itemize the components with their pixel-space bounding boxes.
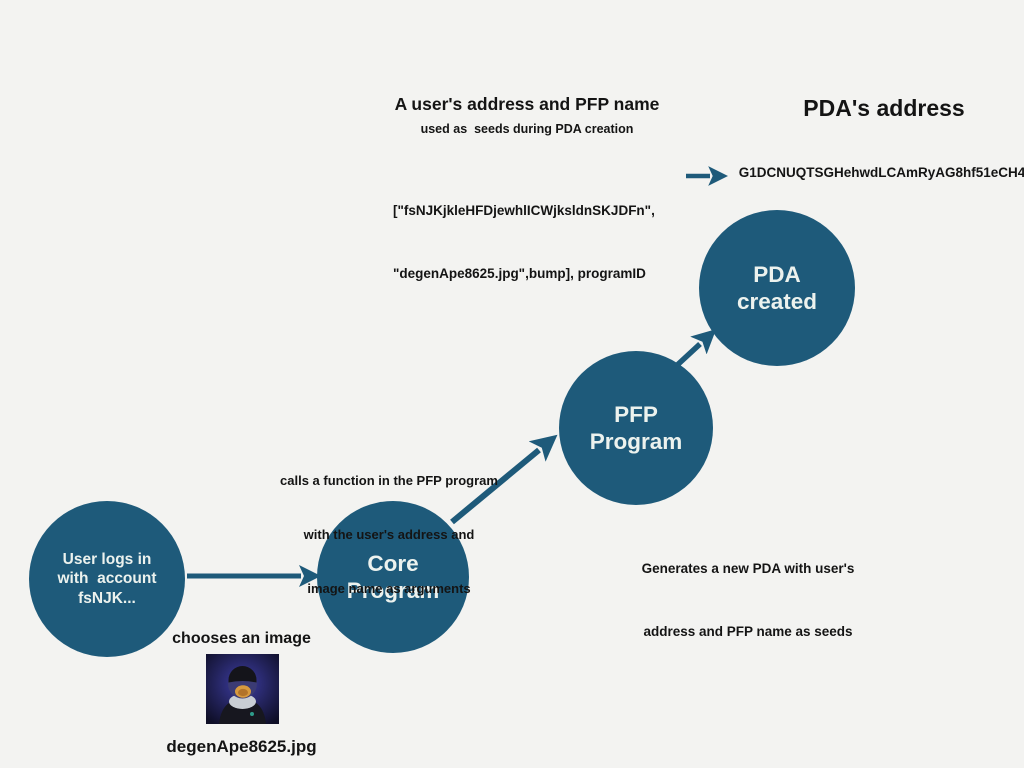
node-pda-line-1: PDA <box>753 262 801 287</box>
ape-scarf <box>229 694 256 709</box>
seeds-array-line-2: "degenApe8625.jpg",bump], programID <box>393 266 646 281</box>
pda-address-value: G1DCNUQTSGHehwdLCAmRyAG8hf51eCH4 <box>738 165 1024 180</box>
node-pfp-program: PFP Program <box>559 351 713 505</box>
label-core-to-pfp-line-2: with the user's address and <box>303 527 475 542</box>
label-core-to-pfp: calls a function in the PFP program with… <box>256 436 522 634</box>
node-core-program: Core Program <box>317 501 469 653</box>
pda-address-heading: PDA's address <box>803 95 965 121</box>
node-user-line-1: User logs in <box>62 550 152 568</box>
ape-jacket <box>219 699 266 724</box>
node-pfp-line-2: Program <box>589 429 683 454</box>
seeds-heading: A user's address and PFP name <box>394 94 660 114</box>
seeds-array-text: ["fsNJKjkleHFDjewhlICWjksldnSKJDFn", "de… <box>393 158 693 326</box>
ape-badge-pin <box>250 712 254 716</box>
seeds-array-line-1: ["fsNJKjkleHFDjewhlICWjksldnSKJDFn", <box>393 203 655 218</box>
label-pfp-generates-pda: Generates a new PDA with user's address … <box>610 516 886 684</box>
label-pfp-generates-line-1: Generates a new PDA with user's <box>641 561 855 576</box>
node-pda-created: PDA created <box>699 210 855 366</box>
node-user-line-3: fsNJK... <box>78 589 136 607</box>
label-core-to-pfp-line-3: image name as arguments <box>307 581 471 596</box>
label-pfp-generates-line-2: address and PFP name as seeds <box>643 624 853 639</box>
node-user-line-2: with account <box>57 570 157 588</box>
node-user-login: User logs in with account fsNJK... <box>29 501 185 657</box>
node-pfp-line-1: PFP <box>614 402 658 427</box>
label-core-to-pfp-line-1: calls a function in the PFP program <box>280 473 498 488</box>
node-core-line-1: Core <box>367 551 419 576</box>
ape-mouth <box>238 688 248 697</box>
label-chooses-image: chooses an image <box>172 630 311 647</box>
degen-ape-image <box>206 654 279 724</box>
label-image-filename: degenApe8625.jpg <box>166 737 317 756</box>
node-pda-line-2: created <box>736 289 818 314</box>
node-core-line-2: Program <box>346 578 440 603</box>
seeds-subheading: used as seeds during PDA creation <box>420 122 634 136</box>
ape-helmet <box>228 666 257 683</box>
